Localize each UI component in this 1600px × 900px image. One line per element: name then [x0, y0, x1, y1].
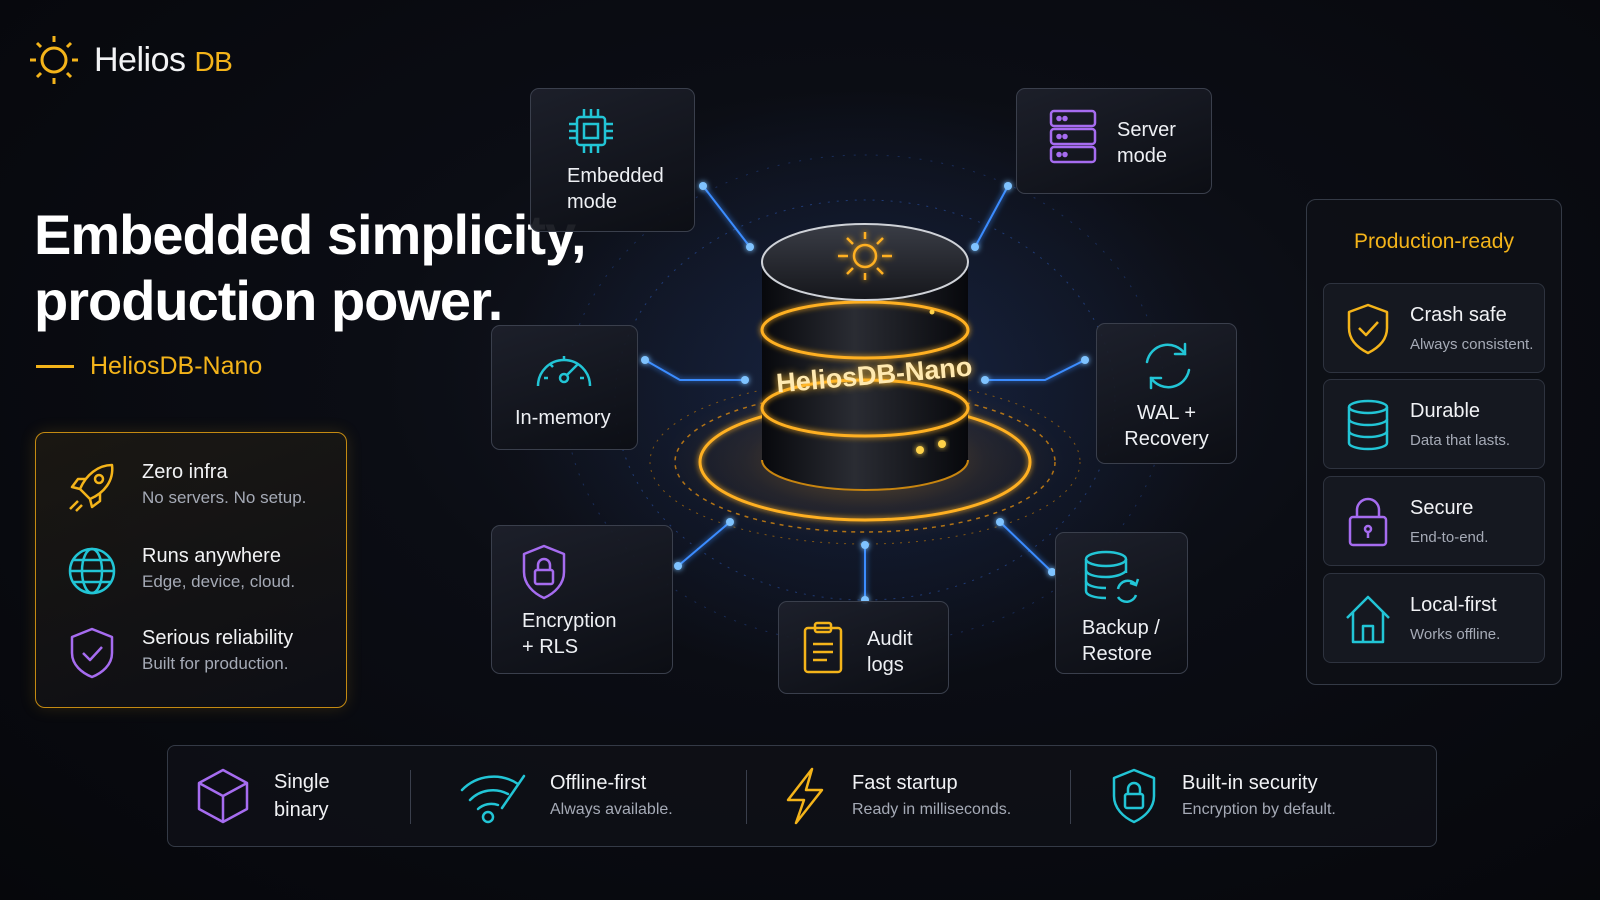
node-embedded-mode: Embedded mode — [530, 88, 695, 232]
subtitle-dash — [36, 365, 74, 368]
node-label: In-memory — [515, 407, 611, 429]
bottom-item-title: Offline-first — [550, 772, 647, 794]
bottom-item-title: binary — [274, 799, 329, 821]
home-icon — [1346, 595, 1390, 644]
lock-icon — [1348, 497, 1388, 547]
node-label: Recovery — [1124, 428, 1209, 450]
bottom-item-single-binary: Single binary — [194, 746, 330, 846]
shield-lock-icon — [522, 544, 566, 600]
sync-icon — [1145, 342, 1191, 390]
node-backup-restore: Backup / Restore — [1055, 532, 1188, 674]
production-item-durable: Durable Data that lasts. — [1323, 379, 1545, 469]
feature-runs-anywhere: Runs anywhere Edge, device, cloud. — [64, 543, 295, 599]
item-title: Crash safe — [1410, 304, 1507, 326]
divider — [410, 770, 411, 824]
node-label: + RLS — [522, 636, 579, 658]
feature-desc: Built for production. — [142, 654, 289, 673]
node-label: mode — [567, 191, 618, 213]
feature-title: Zero infra — [142, 461, 228, 483]
database-cylinder — [760, 223, 970, 491]
globe-icon — [68, 547, 116, 595]
node-label: Server — [1117, 119, 1176, 141]
feature-desc: Edge, device, cloud. — [142, 572, 296, 591]
headline-line-2: production power. — [34, 269, 503, 332]
bottom-item-title: Single — [274, 771, 330, 793]
node-encryption-rls: Encryption + RLS — [491, 525, 673, 674]
item-title: Secure — [1410, 497, 1474, 519]
subtitle-text: HeliosDB-Nano — [90, 352, 263, 380]
divider — [746, 770, 747, 824]
feature-serious-reliability: Serious reliability Built for production… — [64, 625, 293, 681]
node-server-mode: Server mode — [1016, 88, 1212, 194]
bottom-item-desc: Encryption by default. — [1182, 801, 1336, 818]
node-in-memory: In-memory — [491, 325, 638, 450]
bottom-item-desc: Ready in milliseconds. — [852, 801, 1012, 818]
headline-line-1: Embedded simplicity, — [34, 203, 587, 266]
server-icon — [1049, 109, 1097, 164]
shield-check-icon — [1347, 303, 1389, 355]
production-item-crash-safe: Crash safe Always consistent. — [1323, 283, 1545, 373]
node-label: Backup / — [1082, 617, 1160, 639]
node-label: WAL + — [1136, 402, 1197, 424]
divider — [1070, 770, 1071, 824]
feature-desc: No servers. No setup. — [142, 488, 307, 507]
sun-icon — [838, 232, 892, 280]
clipboard-icon — [803, 621, 843, 674]
item-title: Durable — [1410, 400, 1481, 422]
production-item-local-first: Local-first Works offline. — [1323, 573, 1545, 663]
node-label: logs — [867, 654, 904, 676]
connector-lines — [644, 185, 1086, 600]
bottom-item-title: Fast startup — [852, 772, 958, 794]
node-audit-logs: Audit logs — [778, 601, 949, 694]
node-label: Audit — [867, 628, 913, 650]
node-label: Restore — [1082, 643, 1153, 665]
feature-zero-infra: Zero infra No servers. No setup. — [64, 459, 306, 515]
chip-icon — [569, 109, 613, 153]
bottom-item-desc: Always available. — [550, 801, 673, 818]
production-ready-panel: Production-ready Crash safe Always consi… — [1306, 199, 1562, 685]
feature-title: Serious reliability — [142, 627, 294, 649]
headline: Embedded simplicity, production power. — [34, 202, 587, 334]
panel-title: Production-ready — [1354, 230, 1514, 253]
node-wal-recovery: WAL + Recovery — [1096, 323, 1237, 464]
node-label: Encryption — [522, 610, 617, 632]
brand-name: Helios DB — [94, 40, 233, 79]
database-sync-icon — [1084, 550, 1140, 604]
node-label: Embedded — [567, 165, 664, 187]
item-desc: End-to-end. — [1410, 529, 1489, 546]
bottom-feature-bar: Single binary Offline-first Always avail… — [167, 745, 1437, 847]
item-desc: Data that lasts. — [1410, 432, 1511, 449]
lightning-icon — [786, 767, 824, 825]
wifi-icon — [460, 774, 526, 824]
item-title: Local-first — [1410, 594, 1497, 616]
cube-icon — [197, 768, 249, 824]
database-icon — [1347, 399, 1389, 451]
shield-lock-icon — [1112, 768, 1156, 824]
bottom-item-built-in-security: Built-in security Encryption by default. — [1108, 746, 1336, 846]
connector-dots — [641, 182, 1089, 604]
bottom-item-title: Built-in security — [1182, 772, 1318, 794]
production-item-secure: Secure End-to-end. — [1323, 476, 1545, 566]
sun-logo-icon — [30, 36, 78, 84]
bottom-item-fast-startup: Fast startup Ready in milliseconds. — [780, 746, 1011, 846]
brand-logo: Helios DB — [26, 32, 233, 88]
subtitle: HeliosDB-Nano — [36, 352, 262, 381]
key-benefits-card: Zero infra No servers. No setup. Runs an… — [35, 432, 347, 708]
rocket-icon — [69, 463, 114, 512]
feature-title: Runs anywhere — [142, 545, 281, 567]
shield-check-icon — [70, 627, 114, 679]
node-label: mode — [1117, 145, 1168, 167]
bottom-item-offline-first: Offline-first Always available. — [458, 746, 673, 846]
item-desc: Works offline. — [1410, 626, 1501, 643]
gauge-icon — [536, 356, 592, 387]
item-desc: Always consistent. — [1410, 336, 1534, 353]
